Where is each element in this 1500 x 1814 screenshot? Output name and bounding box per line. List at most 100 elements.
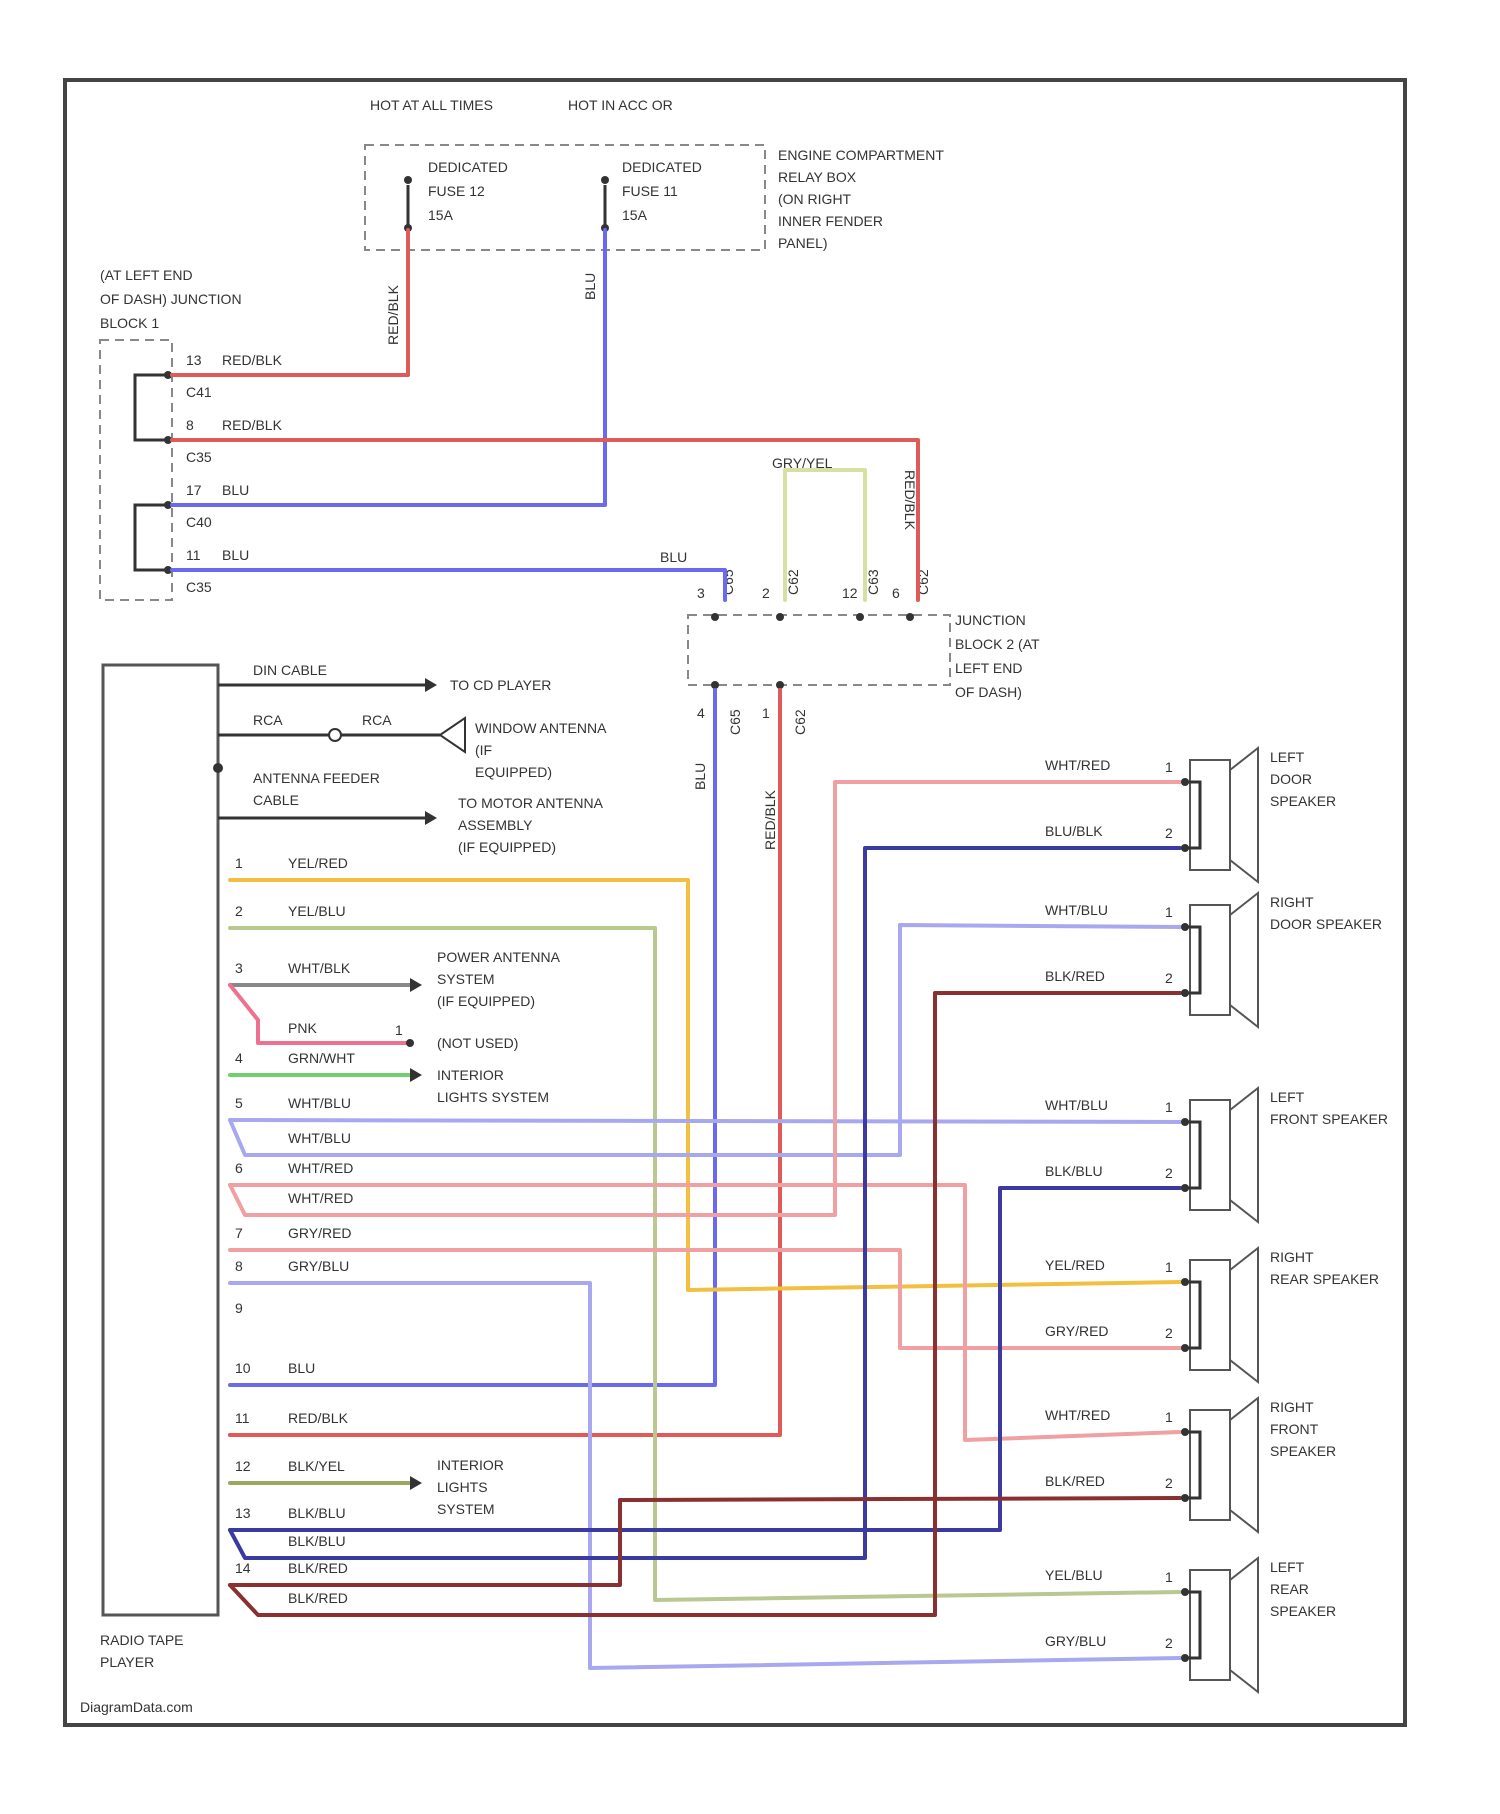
fuse12-wire-label: RED/BLK: [385, 284, 401, 345]
speaker-magnet: [1190, 760, 1230, 870]
speaker-name-line-1: LEFT: [1270, 1089, 1305, 1105]
radio-pin-7: 6: [235, 1160, 243, 1176]
fuse-11-text-line-3: 15A: [622, 207, 648, 223]
junction-block-1-pins: 13RED/BLKC418RED/BLKC3517BLUC4011BLUC35: [135, 352, 283, 595]
fuse-12-text-line-3: 15A: [428, 207, 454, 223]
jb2-bottom-conn-1: C65: [727, 709, 743, 735]
speaker-wire-label-2: BLU/BLK: [1045, 823, 1103, 839]
relay-box-outline: [365, 145, 765, 250]
speaker-coil: [1185, 1432, 1200, 1498]
jb1-conn-1: C41: [186, 384, 212, 400]
speaker-pin-1: 1: [1165, 1099, 1173, 1115]
radio-pin-2: 2: [235, 903, 243, 919]
speaker-name-line-2: FRONT SPEAKER: [1270, 1111, 1388, 1127]
not-used-label: (NOT USED): [437, 1035, 518, 1051]
fuse-11-text-line-1: DEDICATED: [622, 159, 702, 175]
speaker-terminal-2: [1181, 1494, 1189, 1502]
rca-label-1: RCA: [253, 712, 283, 728]
jb1-conn-4: C35: [186, 579, 212, 595]
motor-antenna-lead-arrowhead: [425, 811, 437, 825]
diagram-border: [65, 80, 1405, 1725]
power-antenna-arrow: [410, 978, 422, 992]
radio-pin-10: 8: [235, 1258, 243, 1274]
speaker-wire-label-1: YEL/RED: [1045, 1257, 1105, 1273]
speaker-4: 12YEL/REDGRY/REDRIGHTREAR SPEAKER: [1045, 1248, 1379, 1382]
interior-lights-label-1-line-2: LIGHTS SYSTEM: [437, 1089, 549, 1105]
jb2-terminal-3: [856, 613, 864, 621]
wire-harness: [172, 230, 1180, 1668]
feeder-junction: [213, 763, 223, 773]
radio-wire-label-8: WHT/RED: [288, 1190, 353, 1206]
jb2-bottom-pin-1: 4: [697, 705, 705, 721]
speaker-terminal-1: [1181, 923, 1189, 931]
radio-pin-1: 1: [235, 855, 243, 871]
radio-label-line-1: RADIO TAPE: [100, 1632, 184, 1648]
jb2-title-line-4: OF DASH): [955, 684, 1022, 700]
speaker-pin-1: 1: [1165, 759, 1173, 775]
wire-pin14-blkred-a: [230, 1498, 1180, 1585]
interior-lights-arrow-2: [410, 1476, 422, 1490]
radio-wire-label-4: GRN/WHT: [288, 1050, 355, 1066]
speaker-pin-1: 1: [1165, 1259, 1173, 1275]
speaker-cone: [1230, 1558, 1258, 1692]
jb2-bottom-conn-2: C62: [792, 709, 808, 735]
jb2-terminal-2: [776, 613, 784, 621]
radio-pin-5: 5: [235, 1095, 243, 1111]
jb1-title-line-1: (AT LEFT END: [100, 267, 193, 283]
speaker-magnet: [1190, 1570, 1230, 1680]
window-antenna-symbol: [440, 718, 465, 752]
radio-wire-label-12: BLU: [288, 1360, 315, 1376]
radio-wire-label-14: BLK/YEL: [288, 1458, 345, 1474]
junction-block-2-outline: [688, 615, 950, 685]
speaker-cone: [1230, 1248, 1258, 1382]
motor-antenna-label-line-3: (IF EQUIPPED): [458, 839, 556, 855]
jb2-title-line-3: LEFT END: [955, 660, 1022, 676]
speaker-wire-label-2: BLK/BLU: [1045, 1163, 1103, 1179]
jb2-pin-1: 3: [697, 585, 705, 601]
jb2-pin-3: 12: [842, 585, 858, 601]
speaker-wire-label-2: BLK/RED: [1045, 968, 1105, 984]
wire-pin13-blkblu-b: [230, 848, 1180, 1558]
speaker-name-line-1: RIGHT: [1270, 1399, 1314, 1415]
wire-pin14-blkred-b: [230, 993, 1180, 1615]
wire-pin5-whtblu-a: [230, 1120, 1180, 1122]
motor-antenna-label-line-1: TO MOTOR ANTENNA: [458, 795, 604, 811]
interior-lights-arrow-1: [410, 1068, 422, 1082]
jb2-terminal-4: [906, 613, 914, 621]
antenna-feeder-label-line-2: CABLE: [253, 792, 299, 808]
jb2-conn-1: C65: [720, 569, 736, 595]
wire-pin1-yelred: [230, 880, 1180, 1290]
speaker-magnet: [1190, 1260, 1230, 1370]
speaker-1: 12WHT/REDBLU/BLKLEFTDOORSPEAKER: [1045, 748, 1336, 882]
jb1-title-line-3: BLOCK 1: [100, 315, 159, 331]
speaker-cone: [1230, 1088, 1258, 1222]
fuse-11-text-line-2: FUSE 11: [622, 183, 678, 199]
antenna-feeder-label-line-1: ANTENNA FEEDER: [253, 770, 380, 786]
radio-pin-9: 7: [235, 1225, 243, 1241]
speaker-magnet: [1190, 1410, 1230, 1520]
speaker-group: 12WHT/REDBLU/BLKLEFTDOORSPEAKER12WHT/BLU…: [1045, 748, 1388, 1692]
speaker-pin-1: 1: [1165, 904, 1173, 920]
jb1-wire-label-3: BLU: [222, 482, 249, 498]
speaker-name-line-2: REAR SPEAKER: [1270, 1271, 1379, 1287]
relay-box-text-line-5: PANEL): [778, 235, 828, 251]
radio-wire-label-18: BLK/RED: [288, 1590, 348, 1606]
rca-connector: [329, 729, 341, 741]
jb2-title-line-1: JUNCTION: [955, 612, 1026, 628]
radio-pin-11: 9: [235, 1300, 243, 1316]
jb2-title-line-2: BLOCK 2 (AT: [955, 636, 1040, 652]
junction-block-2-label: JUNCTION BLOCK 2 (AT LEFT END OF DASH): [955, 612, 1040, 700]
speaker-cone: [1230, 893, 1258, 1027]
radio-pin-12: 10: [235, 1360, 251, 1376]
window-antenna-label-line-2: (IF: [475, 742, 492, 758]
speaker-coil: [1185, 1282, 1200, 1348]
window-antenna-label-line-1: WINDOW ANTENNA: [475, 720, 607, 736]
speaker-name-line-3: SPEAKER: [1270, 1443, 1336, 1459]
speaker-wire-label-2: GRY/BLU: [1045, 1633, 1106, 1649]
jb1-wire-label-2: RED/BLK: [222, 417, 283, 433]
radio-pin-4: 4: [235, 1050, 243, 1066]
